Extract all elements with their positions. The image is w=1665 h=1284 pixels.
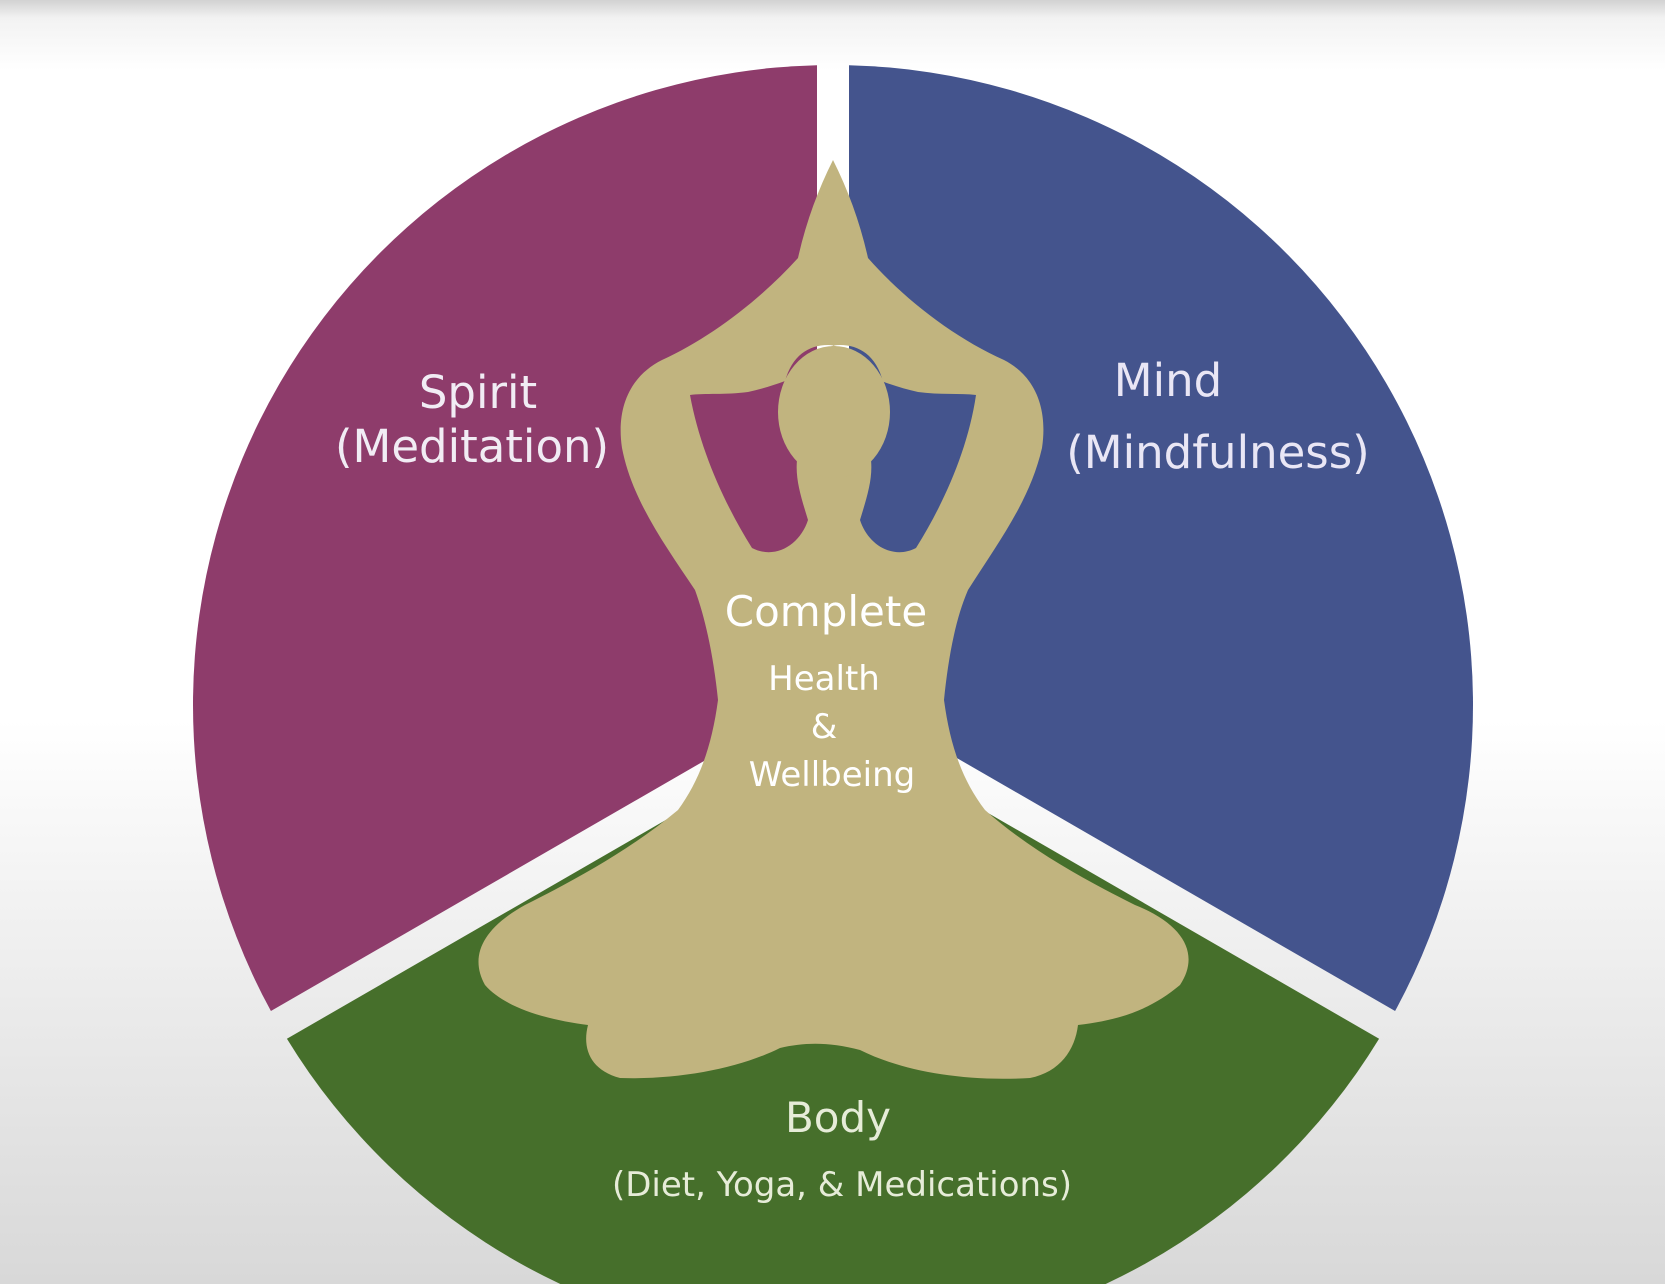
body-title: Body [785,1093,891,1142]
mind-segment [849,65,1474,1012]
center-line-2: Health [768,659,880,699]
spirit-subtitle: (Meditation) [335,420,609,473]
center-line-4: Wellbeing [749,755,916,795]
center-line-3: & [811,707,838,747]
center-line-1: Complete [725,587,927,636]
mind-subtitle: (Mindfulness) [1066,426,1370,479]
spirit-segment [192,65,817,1012]
meditating-person-icon [478,160,1189,1079]
head-icon [778,346,890,478]
spirit-title: Spirit [419,366,537,419]
body-subtitle: (Diet, Yoga, & Medications) [612,1165,1072,1205]
pie-segments [192,65,1474,1284]
mind-title: Mind [1114,354,1222,407]
